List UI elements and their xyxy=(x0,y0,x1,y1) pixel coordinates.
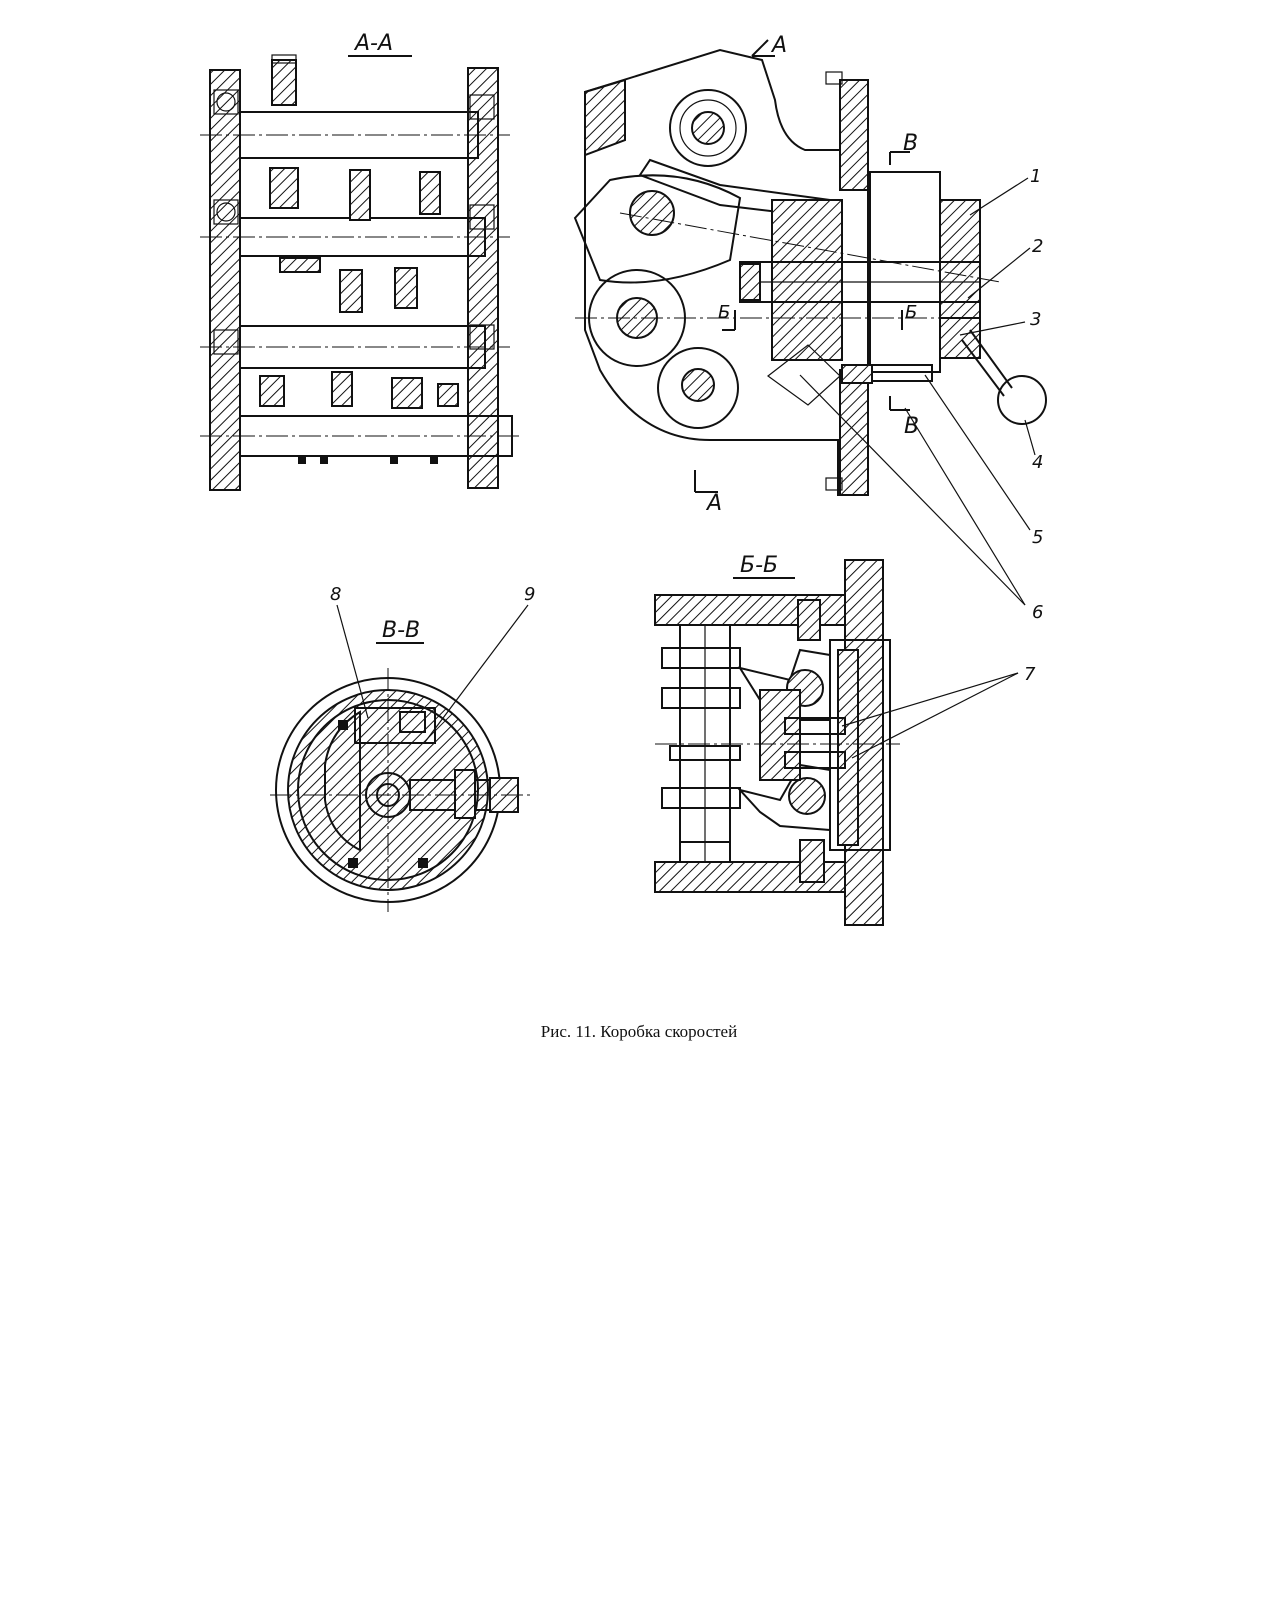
section-aa-label: А-А xyxy=(353,31,393,56)
section-aa-view: А-А xyxy=(200,31,520,491)
callout-6: 6 xyxy=(1032,602,1043,623)
cut-mark-b-left: Б xyxy=(718,302,730,323)
callout-7: 7 xyxy=(1024,664,1036,685)
callout-2: 2 xyxy=(1032,236,1043,257)
callout-5: 5 xyxy=(1032,527,1043,548)
callout-4: 4 xyxy=(1032,452,1043,473)
section-bb-view: Б-Б 7 xyxy=(654,553,1036,926)
callout-1: 1 xyxy=(1030,166,1041,187)
section-vv-view: В-В 8 9 xyxy=(270,584,535,912)
main-view: А xyxy=(573,33,1047,623)
cut-mark-a-top: А xyxy=(770,33,787,58)
figure-caption: Рис. 11. Коробка скоростей xyxy=(540,1022,738,1041)
cut-mark-a-bottom: А xyxy=(705,491,722,516)
section-bb-label: Б-Б xyxy=(740,553,778,578)
callout-8: 8 xyxy=(330,584,341,605)
cut-mark-b-right: Б xyxy=(905,302,917,323)
section-vv-label: В-В xyxy=(382,618,420,643)
cut-mark-v-top: В xyxy=(903,131,918,156)
cut-mark-v-bottom: В xyxy=(904,414,919,439)
callout-9: 9 xyxy=(524,584,535,605)
callout-3: 3 xyxy=(1030,309,1041,330)
